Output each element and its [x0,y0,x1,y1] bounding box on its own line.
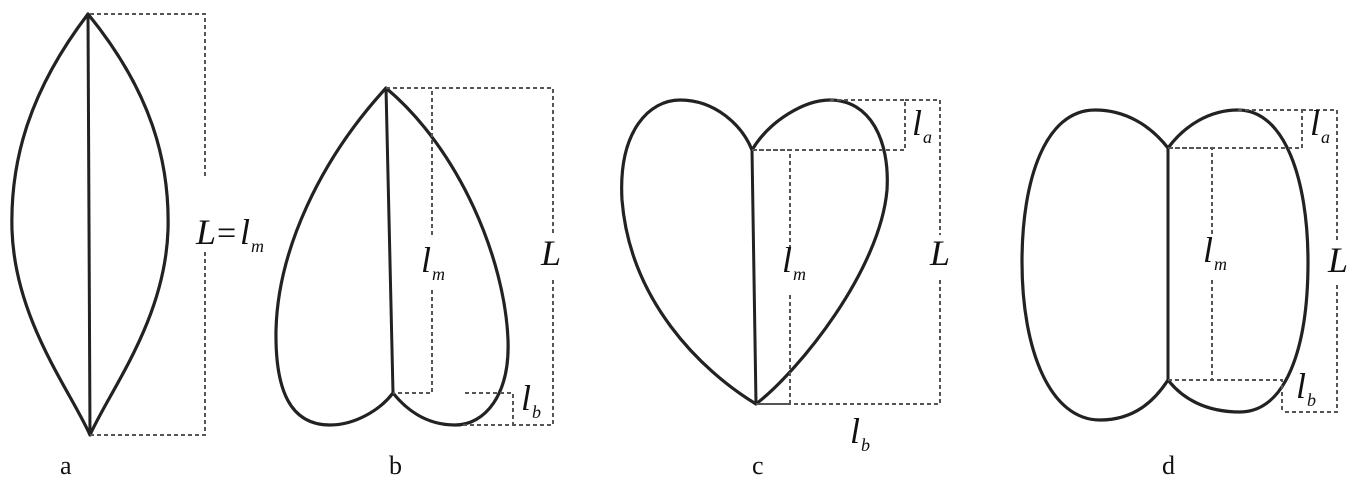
label-b-lb-sub: b [532,402,541,422]
leaf-d-lm-bracket-lower [1168,280,1213,381]
leaf-a-midrib [86,12,92,437]
label-a-l: l [240,212,250,252]
label-c-la: l [912,103,922,143]
leaf-b-L-bracket-lower [460,280,554,426]
label-b-lb: l [521,378,531,418]
label-a-sub: m [251,236,264,256]
label-c-lb-sub: b [861,435,870,455]
leaf-a-length-bracket [90,13,206,178]
label-a-L: L [195,212,216,252]
label-b-L: L [540,233,561,273]
caption-a: a [60,451,72,480]
leaf-d-la-bracket [1168,109,1303,149]
label-d-lb-sub: b [1307,390,1316,410]
leaf-b-lm-bracket-lower [393,290,433,394]
panel-a: L = l m a [10,12,264,480]
leaf-b-midrib [384,86,395,395]
label-d-L: L [1327,240,1348,280]
label-c-L: L [929,233,950,273]
caption-d: d [1162,451,1175,480]
label-c-lm-sub: m [793,264,806,284]
leaf-c-la-bracket [752,99,906,151]
label-d-lm-sub: m [1214,254,1227,274]
label-c-lm: l [782,240,792,280]
caption-b: b [389,451,402,480]
leaf-d-L-bracket [1302,109,1338,240]
leaf-d-left-lobe [1020,108,1170,422]
panel-b: l m L l b b [274,86,561,480]
leaf-c-midrib [750,148,758,406]
label-d-lm: l [1203,230,1213,270]
leaf-a-length-bracket-lower [90,252,206,436]
panel-c: l a l m L l b c [620,98,950,480]
leaf-d-lb-bracket [1168,379,1283,412]
leaf-c-lm-bracket [752,149,791,250]
label-d-la-sub: a [1321,127,1330,147]
leaf-c-L-bracket-lower [756,280,941,405]
label-c-la-sub: a [923,127,932,147]
leaf-d-lm-bracket [1168,147,1213,235]
leaf-d-L-bracket-lower [1282,285,1338,413]
label-a-eq: = [217,215,236,252]
panel-d: l a l m L l b d [1020,103,1348,480]
leaf-c-L-bracket [905,99,941,235]
label-d-lb: l [1296,366,1306,406]
label-b-lm-sub: m [432,264,445,284]
label-b-lm: l [421,240,431,280]
label-d-la: l [1310,103,1320,143]
label-c-lb: l [850,411,860,451]
leaf-d-right-lobe [1166,108,1310,414]
leaf-b-lb-bracket [465,392,514,425]
caption-c: c [752,451,764,480]
